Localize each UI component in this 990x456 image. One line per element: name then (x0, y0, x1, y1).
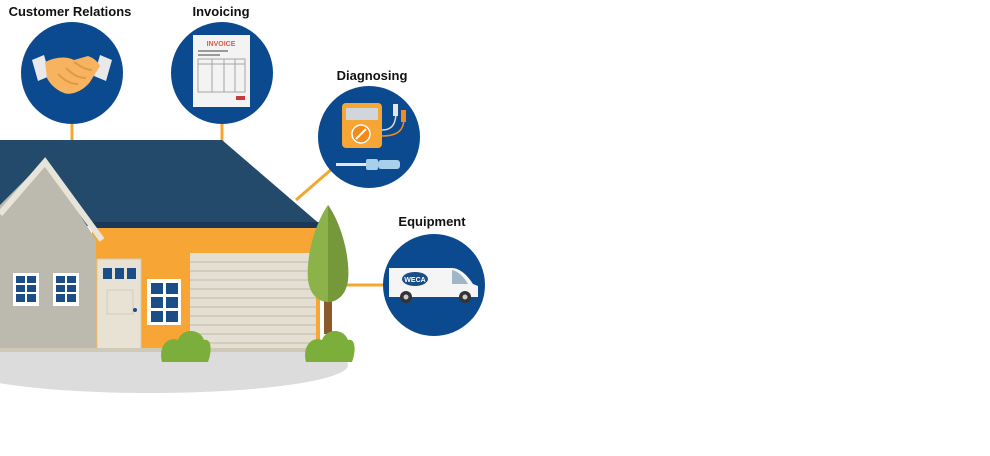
van-logo-text: WECA (404, 277, 425, 284)
bush-left-icon (161, 331, 211, 362)
diagnosing-node (318, 86, 420, 188)
label-diagnosing: Diagnosing (336, 68, 408, 83)
bush-right-icon (305, 331, 355, 362)
tree-icon (307, 205, 349, 334)
multimeter-screwdriver-icon (336, 103, 406, 170)
house-illustration (0, 140, 322, 352)
service-van-icon: WECA (389, 268, 478, 303)
window-gray-right (53, 273, 79, 306)
gable-trim (0, 157, 105, 242)
house-roof (0, 140, 322, 226)
window-gray-left (13, 273, 39, 306)
label-invoicing: Invoicing (192, 4, 250, 19)
connector-lines (70, 124, 384, 287)
front-door (96, 258, 142, 351)
house-base (0, 348, 322, 352)
label-equipment: Equipment (398, 214, 466, 229)
connector-diagnosing (295, 166, 334, 202)
equipment-node: WECA (383, 234, 485, 336)
invoicing-node: INVOICE (171, 22, 273, 124)
invoice-document-icon: INVOICE (193, 35, 250, 107)
window-orange (147, 279, 181, 325)
label-customer-relations: Customer Relations (8, 4, 132, 19)
roof-eave (92, 222, 322, 228)
handshake-icon (32, 55, 112, 94)
garage-door (190, 253, 316, 350)
customer-relations-node (21, 22, 123, 124)
invoice-header-text: INVOICE (207, 41, 236, 48)
